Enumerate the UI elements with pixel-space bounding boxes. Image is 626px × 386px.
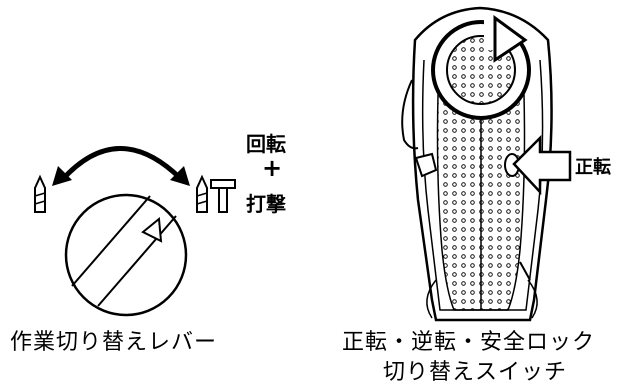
- hammer-label: 打撃: [246, 192, 286, 216]
- switch-caption-line1: 正転・逆転・安全ロック: [342, 330, 596, 355]
- drill-bit-icon: [34, 174, 46, 213]
- rotation-arrow-icon: [431, 15, 531, 120]
- rotation-label: 回転: [246, 132, 286, 156]
- switch-caption-line2: 切り替えスイッチ: [383, 360, 568, 385]
- plus-label: +: [262, 154, 283, 182]
- left-arrow-icon: [512, 134, 572, 196]
- forward-label: 正転: [575, 157, 611, 178]
- hammer-icon: [210, 179, 236, 213]
- direction-switch[interactable]: [414, 152, 520, 178]
- drill-bit-icon: [196, 174, 208, 213]
- triangle-indicator-icon: [141, 217, 163, 243]
- lever-caption: 作業切り替えレバー: [10, 330, 218, 355]
- double-arrow-icon: [52, 146, 190, 186]
- work-mode-lever[interactable]: [64, 193, 188, 317]
